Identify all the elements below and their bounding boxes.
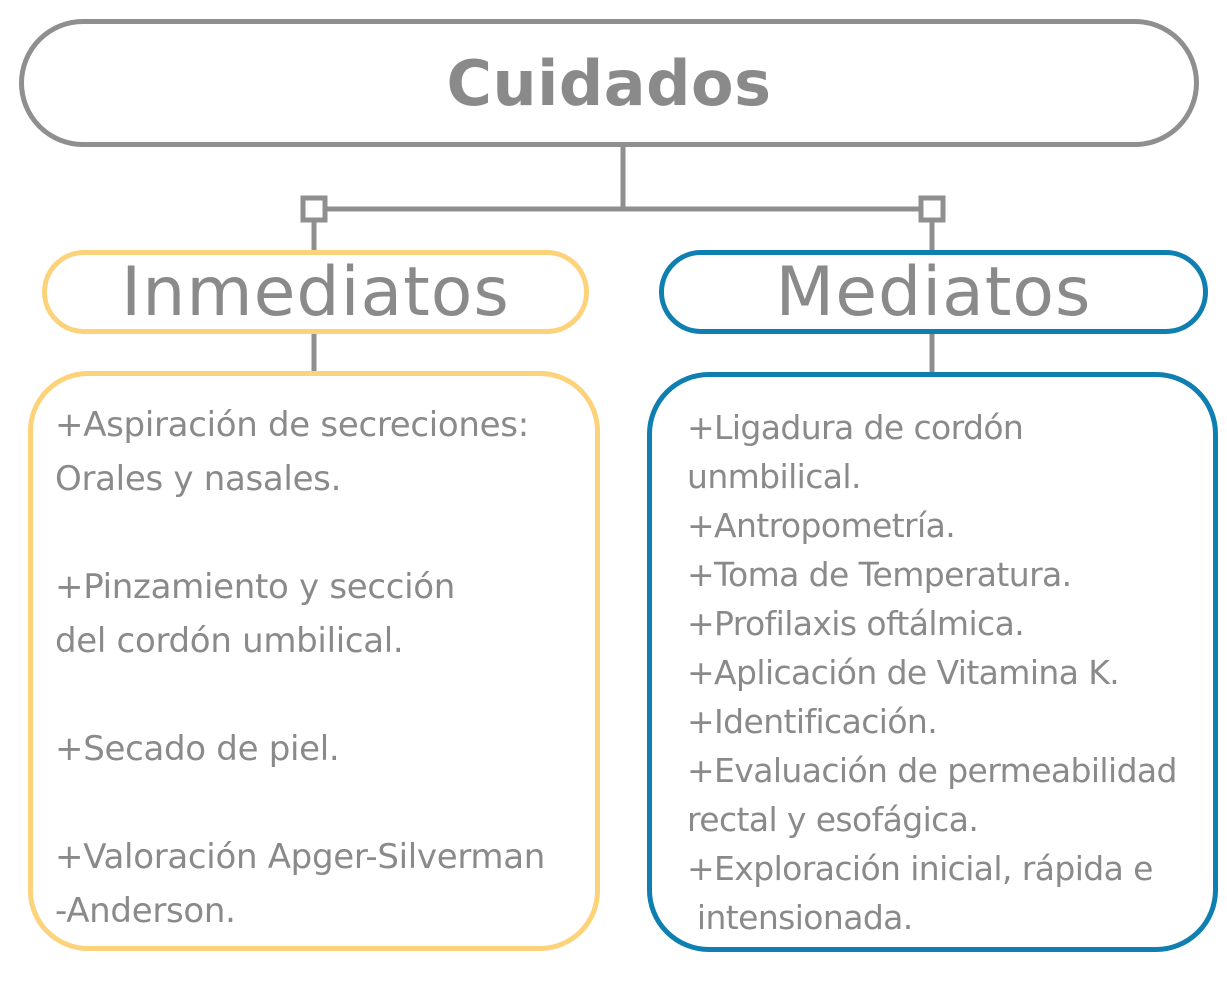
inmediatos-item: +Pinzamiento y sección del cordón umbili…: [55, 560, 455, 668]
mediatos-header-node: Mediatos: [659, 250, 1208, 334]
item-line: +Evaluación de permeabilidad: [687, 751, 1177, 790]
mediatos-items-list: +Ligadura de cordón unmbilical. +Antropo…: [687, 403, 1177, 942]
item-line: del cordón umbilical.: [55, 621, 404, 661]
inmediatos-list-panel: +Aspiración de secreciones: Orales y nas…: [28, 371, 600, 951]
item-line: +Valoración Apger-Silverman: [55, 837, 546, 877]
item-line: -Anderson.: [55, 891, 236, 931]
item-line: +Antropometría.: [687, 506, 956, 545]
item-line: +Profilaxis oftálmica.: [687, 604, 1025, 643]
inmediatos-header-label: Inmediatos: [121, 252, 510, 332]
item-line: intensionada.: [687, 898, 913, 937]
inmediatos-item: +Aspiración de secreciones: Orales y nas…: [55, 398, 529, 506]
item-line: +Aspiración de secreciones:: [55, 405, 529, 445]
item-line: +Exploración inicial, rápida e: [687, 849, 1153, 888]
inmediatos-item: +Valoración Apger-Silverman -Anderson.: [55, 830, 545, 938]
item-line: unmbilical.: [687, 457, 861, 496]
item-line: +Ligadura de cordón: [687, 408, 1024, 447]
item-line: rectal y esofágica.: [687, 800, 979, 839]
mediatos-list-panel: +Ligadura de cordón unmbilical. +Antropo…: [647, 372, 1218, 952]
item-line: +Toma de Temperatura.: [687, 555, 1072, 594]
item-line: Orales y nasales.: [55, 459, 342, 499]
item-line: +Identificación.: [687, 702, 938, 741]
inmediatos-item: +Secado de piel.: [55, 722, 340, 776]
inmediatos-header-node: Inmediatos: [42, 250, 589, 334]
right-junction-square: [918, 195, 946, 223]
item-line: +Pinzamiento y sección: [55, 567, 456, 607]
item-line: +Secado de piel.: [55, 729, 340, 769]
left-junction-square: [300, 195, 328, 223]
mediatos-header-label: Mediatos: [775, 252, 1092, 332]
item-line: +Aplicación de Vitamina K.: [687, 653, 1120, 692]
root-node: Cuidados: [19, 19, 1199, 147]
root-title: Cuidados: [446, 46, 772, 120]
